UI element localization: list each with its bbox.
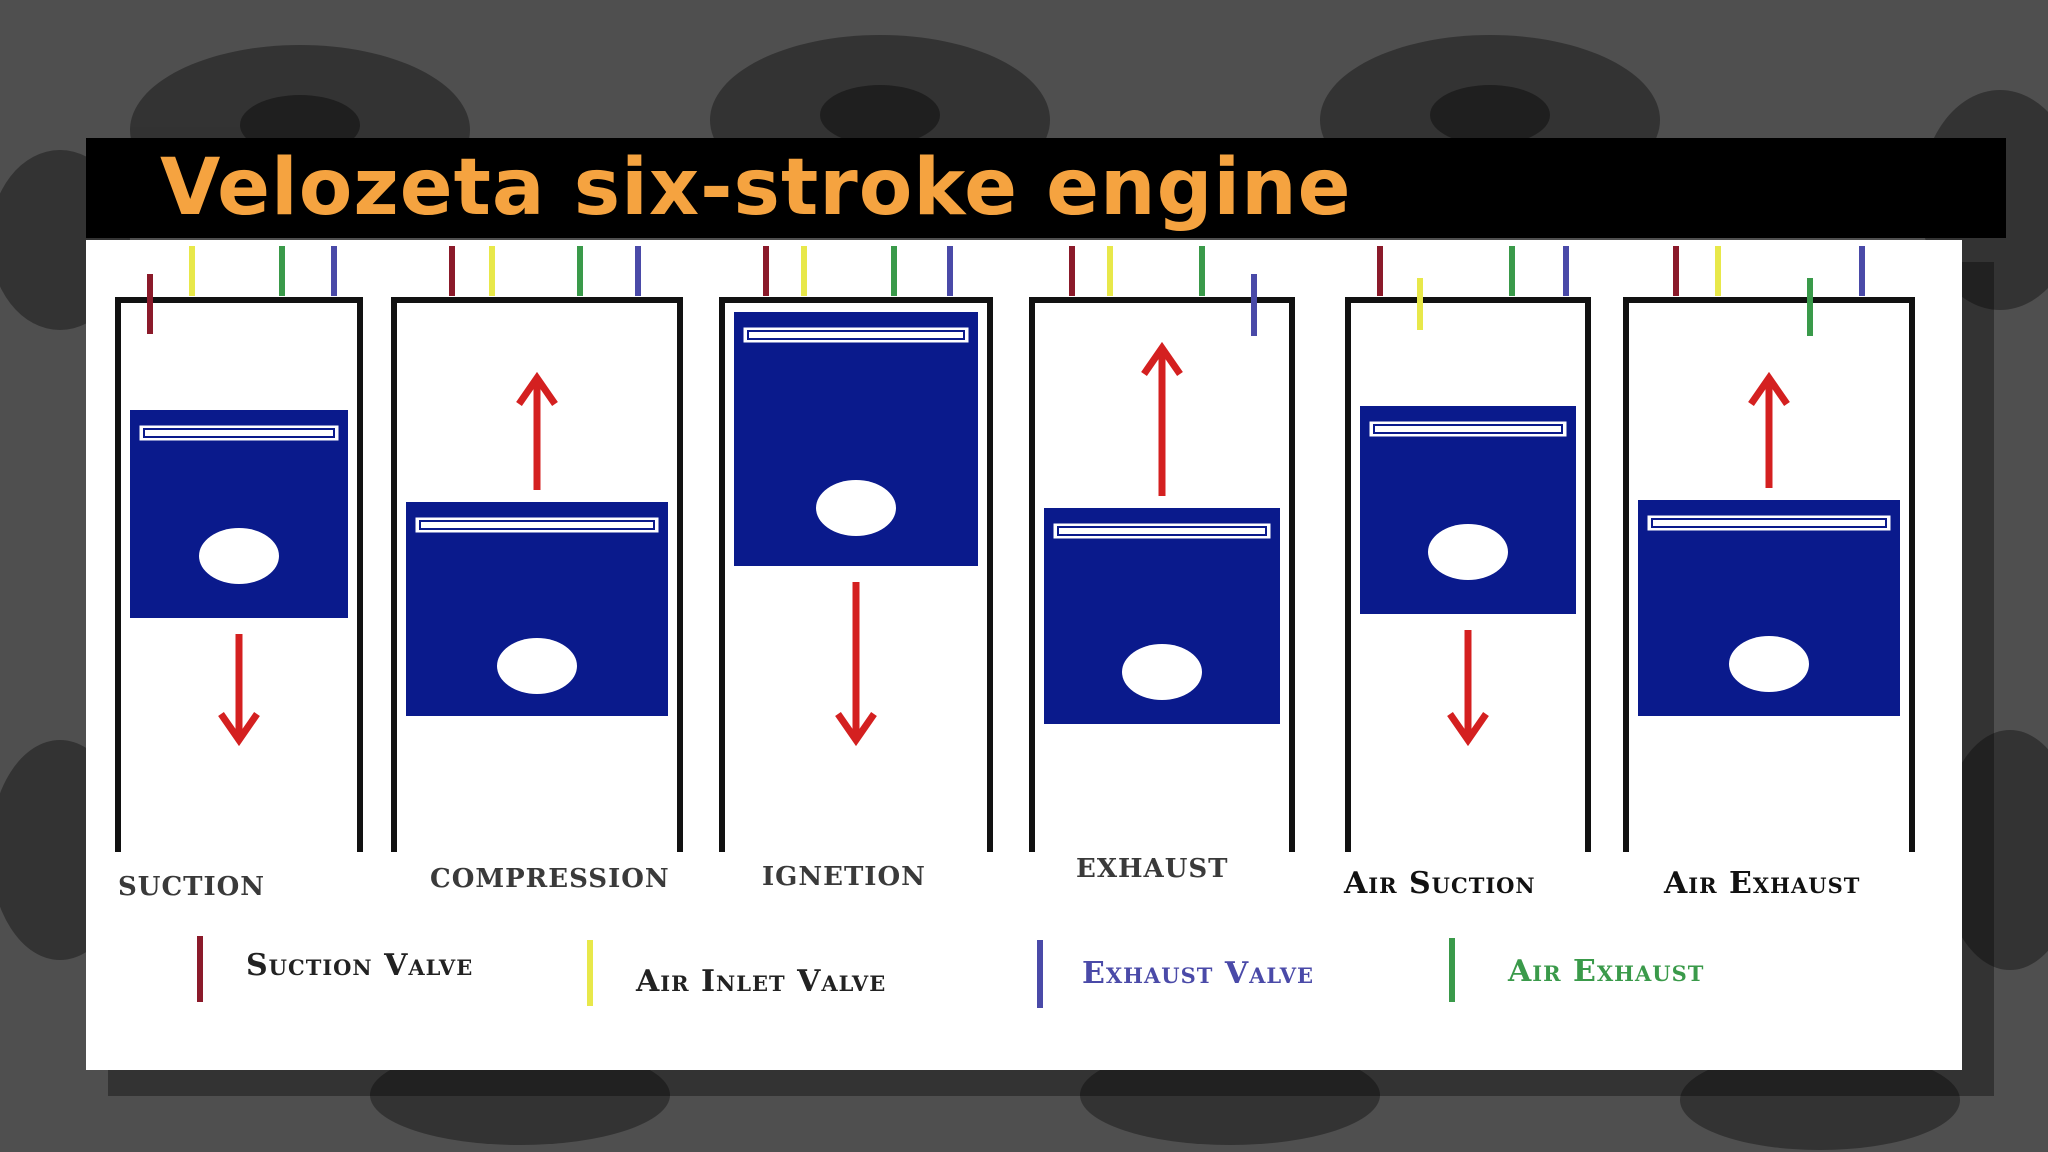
stage-label-exhaust: EXHAUST <box>1076 854 1229 884</box>
legend-label-air-inlet-valve: Air Inlet Valve <box>636 964 887 999</box>
piston-ring-inner <box>747 330 965 340</box>
arrow-up-head <box>516 371 558 406</box>
stage-label-air-suction: Air Suction <box>1344 866 1536 901</box>
piston-ring <box>136 422 342 444</box>
piston-pin <box>199 528 279 584</box>
piston-ring <box>1050 520 1274 542</box>
piston-pin <box>497 638 577 694</box>
arrow-down-head <box>218 712 260 747</box>
stage-label-ignetion: IGNETION <box>762 862 926 892</box>
piston-ring <box>1644 512 1894 534</box>
arrow-down-head <box>835 712 877 747</box>
title-bar <box>86 138 2006 238</box>
piston-ring-inner <box>1373 424 1563 434</box>
stage-label-suction: SUCTION <box>118 872 266 902</box>
arrow-down-head <box>1447 712 1489 747</box>
cylinder-wall <box>115 297 363 852</box>
piston-pin <box>816 480 896 536</box>
cylinder-wall <box>1623 297 1915 852</box>
piston-ring-inner <box>1651 518 1887 528</box>
cylinder-wall <box>391 297 683 852</box>
arrow-up-head <box>1748 371 1790 406</box>
piston-ring <box>412 514 662 536</box>
engine-strokes-diagram <box>115 246 1915 1008</box>
stage-label-compression: COMPRESSION <box>430 864 670 894</box>
legend-label-air-exhaust: Air Exhaust <box>1508 954 1705 989</box>
legend-label-suction-valve: Suction Valve <box>246 948 474 983</box>
piston-ring <box>1366 418 1570 440</box>
slide-title: Velozeta six-stroke engine <box>160 143 1352 233</box>
arrow-up-head <box>1141 341 1183 376</box>
piston-ring-inner <box>143 428 335 438</box>
piston-ring-inner <box>419 520 655 530</box>
cylinder-wall <box>719 297 993 852</box>
piston-pin <box>1122 644 1202 700</box>
legend-label-exhaust-valve: Exhaust Valve <box>1082 956 1314 991</box>
piston-ring-inner <box>1057 526 1267 536</box>
diagram-panel: SUCTION COMPRESSION IGNETION EXHAUST Air… <box>86 240 1962 1070</box>
cylinder-wall <box>1029 297 1295 852</box>
cylinder-wall <box>1345 297 1591 852</box>
piston-pin <box>1729 636 1809 692</box>
piston-pin <box>1428 524 1508 580</box>
piston-ring <box>740 324 972 346</box>
stage-label-air-exhaust: Air Exhaust <box>1664 866 1861 901</box>
